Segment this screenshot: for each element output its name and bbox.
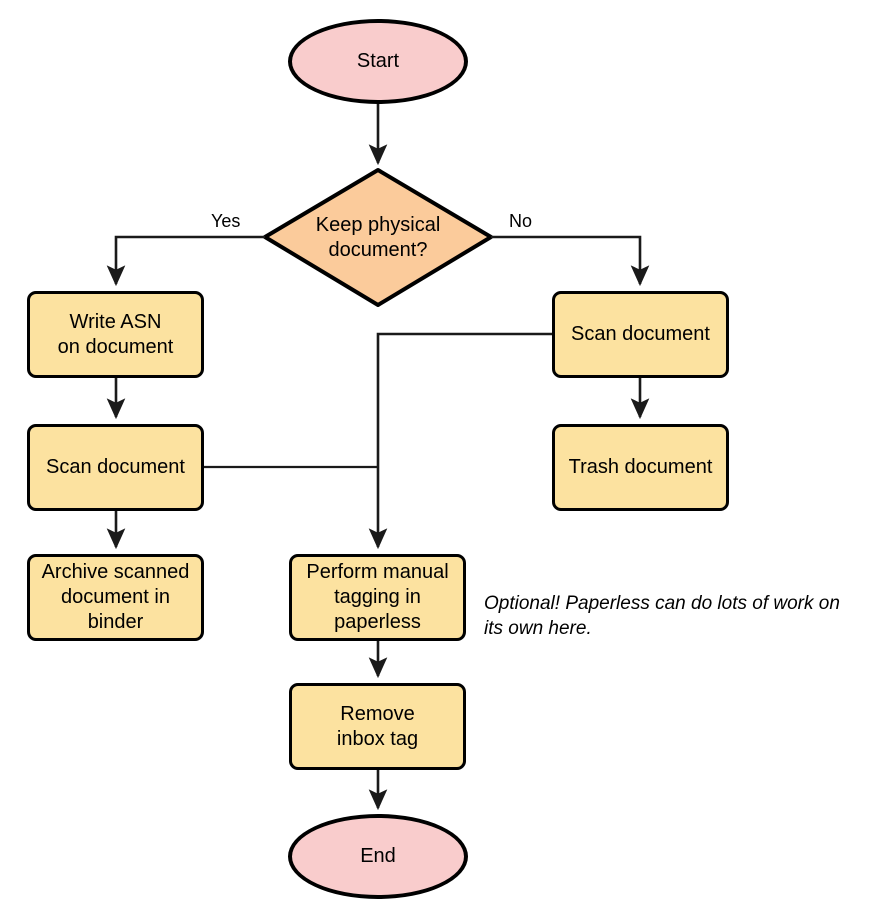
- node-remove-inbox-tag[interactable]: Remove inbox tag: [289, 683, 466, 770]
- node-archive-document-line3: binder: [87, 611, 144, 633]
- node-write-asn-line1: Write ASN: [69, 310, 162, 333]
- node-scan-document-right-label: Scan document: [571, 323, 710, 345]
- annotation-optional-note-line1: Optional! Paperless can do lots of work …: [484, 593, 840, 614]
- node-archive-document-line1: Archive scanned: [41, 561, 190, 583]
- node-end[interactable]: End: [288, 814, 468, 899]
- node-end-label: End: [360, 845, 396, 867]
- edge-decision-no-to-scan-right: [491, 235, 650, 287]
- annotation-optional-note-line2: its own here.: [484, 618, 592, 639]
- node-decision-label-line1: Keep physical: [315, 213, 441, 236]
- node-trash-document[interactable]: Trash document: [552, 424, 729, 511]
- node-perform-manual-tagging-line3: paperless: [334, 611, 421, 633]
- node-perform-manual-tagging[interactable]: Perform manual tagging in paperless: [289, 554, 466, 641]
- node-write-asn-line2: on document: [57, 335, 174, 358]
- node-decision[interactable]: Keep physical document?: [265, 170, 491, 305]
- node-perform-manual-tagging-line1: Perform manual: [306, 561, 449, 583]
- edge-scan-right-to-tagging: [368, 332, 552, 550]
- edge-label-no: No: [509, 211, 533, 231]
- edge-decision-yes-to-write-asn: [106, 235, 265, 287]
- node-archive-document[interactable]: Archive scanned document in binder: [27, 554, 204, 641]
- edge-label-yes: Yes: [211, 211, 241, 231]
- node-start-label: Start: [356, 50, 400, 72]
- node-scan-document-right[interactable]: Scan document: [552, 291, 729, 378]
- node-start[interactable]: Start: [288, 19, 468, 104]
- node-remove-inbox-tag-line2: inbox tag: [336, 727, 419, 750]
- node-archive-document-line2: document in: [61, 586, 170, 608]
- node-scan-document-left-label: Scan document: [46, 456, 185, 478]
- node-decision-label-line2: document?: [328, 238, 428, 261]
- decision-diamond-shape: [263, 168, 493, 307]
- node-scan-document-left[interactable]: Scan document: [27, 424, 204, 511]
- annotation-optional-note: Optional! Paperless can do lots of work …: [484, 591, 884, 641]
- node-write-asn[interactable]: Write ASN on document: [27, 291, 204, 378]
- node-trash-document-label: Trash document: [568, 456, 713, 478]
- node-perform-manual-tagging-line2: tagging in: [334, 586, 421, 608]
- node-remove-inbox-tag-line1: Remove: [340, 702, 415, 725]
- node-decision-label: Keep physical document?: [265, 170, 491, 305]
